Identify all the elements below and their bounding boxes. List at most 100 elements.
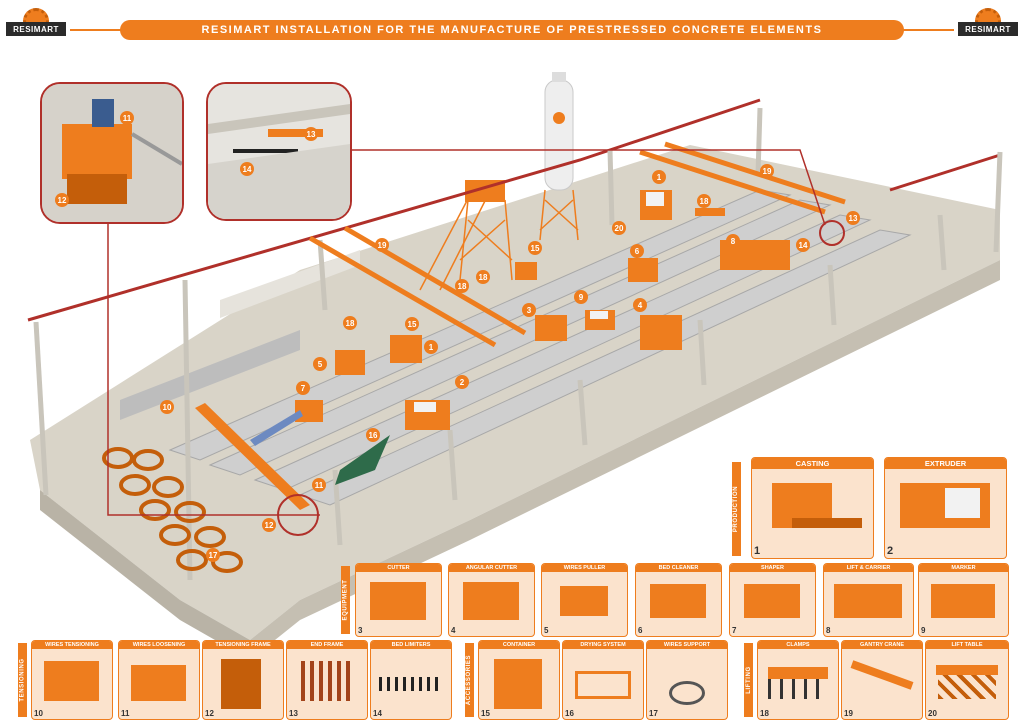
card-shaper-number: 7 <box>732 626 737 635</box>
card-clamps-label: CLAMPS <box>758 641 838 649</box>
callout-wires-tensioning: 10 <box>160 400 174 414</box>
callout-angular-cutter: 4 <box>633 298 647 312</box>
roof-beam-right <box>889 153 1001 192</box>
callout-container: 15 <box>528 241 542 255</box>
card-container-number: 15 <box>481 709 490 718</box>
wires-loosening-machine <box>131 665 186 701</box>
card-shaper: SHAPER 7 <box>729 563 816 637</box>
card-wires-support-label: WIRES SUPPORT <box>647 641 727 649</box>
callout-wires-support: 17 <box>206 548 220 562</box>
callout-cutter: 3 <box>522 303 536 317</box>
marker-machine <box>931 584 995 618</box>
callout-wires-loosening: 11 <box>312 478 326 492</box>
group-label-tensioning-text: TENSIONING <box>19 658 26 702</box>
card-tensioning-frame: TENSIONING FRAME 12 <box>202 640 284 720</box>
end-frame-machine <box>301 661 353 701</box>
blue-bed <box>250 410 303 446</box>
highlight-circle-bottom <box>277 494 319 536</box>
callout-clamps-2: 18 <box>476 270 490 284</box>
card-angular-cutter-label: ANGULAR CUTTER <box>449 564 534 572</box>
bed-limiters-machine <box>379 677 443 691</box>
callout-extruder: 2 <box>455 375 469 389</box>
card-casting-label: CASTING <box>752 458 873 469</box>
callout-clamps: 18 <box>697 194 711 208</box>
floor-edge <box>40 490 250 660</box>
rear-wall <box>220 250 360 318</box>
card-wires-support-number: 17 <box>649 709 658 718</box>
silo-top <box>552 72 566 82</box>
card-lift-carrier-label: LIFT & CARRIER <box>824 564 913 572</box>
logo-text: RESIMART <box>6 22 66 36</box>
card-clamps: CLAMPS 18 <box>757 640 839 720</box>
lift-carrier-machine <box>834 584 902 618</box>
card-end-frame-label: END FRAME <box>287 641 367 649</box>
group-label-accessories: ACCESSORIES <box>465 643 474 717</box>
card-drying-system: DRYING SYSTEM 16 <box>562 640 644 720</box>
callout-tensioning-frame: 12 <box>262 518 276 532</box>
silo-tower <box>539 189 579 241</box>
card-casting-number: 1 <box>754 545 761 557</box>
callout-clamps-4: 18 <box>343 316 357 330</box>
callout-bed-limiters: 14 <box>796 238 810 252</box>
lift-table-scissor <box>938 675 996 699</box>
card-lift-table-number: 20 <box>928 709 937 718</box>
wire-coils <box>102 447 243 573</box>
card-wires-tensioning-number: 10 <box>34 709 43 718</box>
card-drying-system-label: DRYING SYSTEM <box>563 641 643 649</box>
callout-14-inset: 14 <box>240 162 254 176</box>
gantry-crane-rear <box>639 141 846 215</box>
extruder-panel <box>945 488 980 518</box>
clamps-machine <box>768 667 828 679</box>
container-machine <box>494 659 542 709</box>
callout-13-inset: 13 <box>304 127 318 141</box>
card-clamps-number: 18 <box>760 709 769 718</box>
card-wires-puller: WIRES PULLER 5 <box>541 563 628 637</box>
floor-edge-front <box>250 260 1000 660</box>
card-angular-cutter-number: 4 <box>451 626 456 635</box>
zoom-inset-end-frame <box>206 82 352 221</box>
casting-base <box>792 518 862 528</box>
card-bed-limiters: BED LIMITERS 14 <box>370 640 452 720</box>
lift-table-top <box>936 665 998 675</box>
card-angular-cutter: ANGULAR CUTTER 4 <box>448 563 535 637</box>
callout-marker: 9 <box>574 290 588 304</box>
card-casting: CASTING 1 <box>751 457 874 559</box>
callout-gantry-crane-2: 19 <box>375 238 389 252</box>
tensioning-frame-machine <box>221 659 261 709</box>
card-lift-table: LIFT TABLE 20 <box>925 640 1009 720</box>
card-wires-tensioning: WIRES TENSIONING 10 <box>31 640 113 720</box>
zoom-inset-wires-loosening <box>40 82 184 224</box>
card-wires-tensioning-label: WIRES TENSIONING <box>32 641 112 649</box>
card-tensioning-frame-number: 12 <box>205 709 214 718</box>
callout-bed-cleaner: 6 <box>630 244 644 258</box>
clamps-hooks <box>768 679 828 699</box>
group-label-production: PRODUCTION <box>732 462 741 556</box>
shaper-machine <box>744 584 800 618</box>
group-label-equipment-text: EQUIPMENT <box>342 579 349 621</box>
drying-system-machine <box>575 671 631 699</box>
card-extruder-number: 2 <box>887 545 894 557</box>
resimart-logo-left: RESIMART <box>6 8 66 40</box>
group-label-tensioning: TENSIONING <box>18 643 27 717</box>
card-lift-table-label: LIFT TABLE <box>926 641 1008 649</box>
card-bed-cleaner-label: BED CLEANER <box>636 564 721 572</box>
card-wires-puller-number: 5 <box>544 626 549 635</box>
callout-wires-puller: 5 <box>313 357 327 371</box>
card-wires-loosening-number: 11 <box>121 709 130 718</box>
card-bed-cleaner-number: 6 <box>638 626 643 635</box>
callout-gantry-crane: 19 <box>760 164 774 178</box>
wires-support-machine <box>669 681 705 705</box>
wires-puller-machine <box>560 586 608 616</box>
card-container: CONTAINER 15 <box>478 640 560 720</box>
card-lift-carrier: LIFT & CARRIER 8 <box>823 563 914 637</box>
card-cutter: CUTTER 3 <box>355 563 442 637</box>
card-gantry-crane-label: GANTRY CRANE <box>842 641 922 649</box>
card-gantry-crane-number: 19 <box>844 709 853 718</box>
inset-wires-loosening-image <box>42 84 182 222</box>
drying-cover <box>335 435 390 485</box>
roof-beam-left <box>27 98 761 322</box>
card-cutter-number: 3 <box>358 626 363 635</box>
title-line-right <box>894 29 954 31</box>
callout-casting: 1 <box>652 170 666 184</box>
card-shaper-label: SHAPER <box>730 564 815 572</box>
